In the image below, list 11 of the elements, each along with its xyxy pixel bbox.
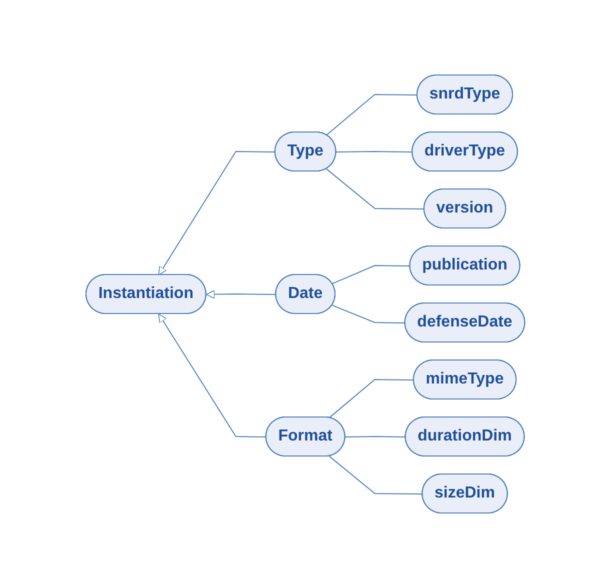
connector <box>332 304 406 324</box>
arrow <box>206 290 277 299</box>
connector <box>328 379 415 418</box>
connector <box>332 265 411 284</box>
connector <box>344 436 406 438</box>
connector <box>336 151 414 152</box>
connector <box>326 168 426 210</box>
arrow <box>158 314 267 438</box>
connector <box>328 456 424 494</box>
arrow <box>158 151 276 276</box>
connector <box>326 94 418 136</box>
